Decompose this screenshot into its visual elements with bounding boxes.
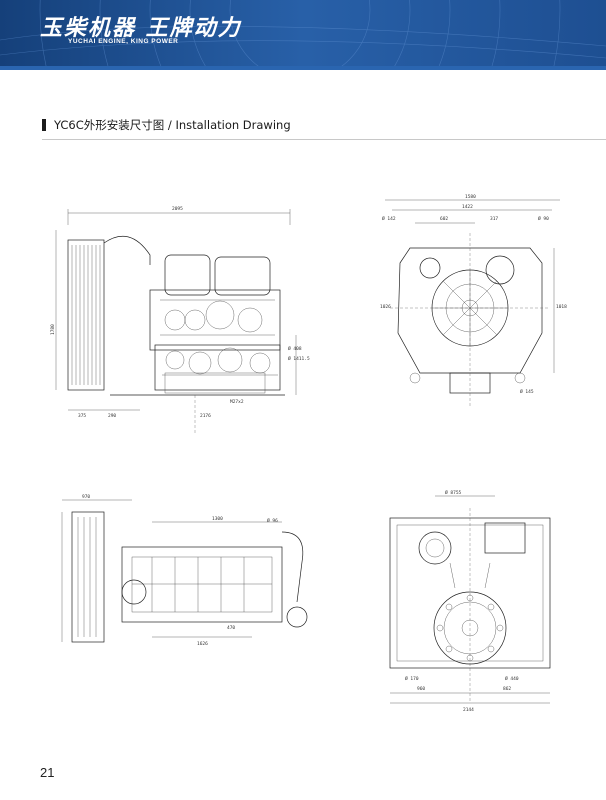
drawing-front-view: 1580 1422 602 317 Ø 142 Ø 90 1018 1026 Ø…: [370, 188, 570, 423]
dim-rear-right: 862: [503, 686, 511, 692]
logo-chinese-text: 玉柴机器 王牌动力: [40, 15, 242, 41]
dim-front-c: Ø 142: [382, 215, 396, 222]
dim-front-d: Ø 90: [538, 215, 549, 222]
drawing-rear-view: Ø 8755 960 862 2144 Ø 170 Ø 440: [375, 488, 575, 718]
dim-rear-left: 960: [417, 686, 425, 692]
dim-side-height: 1780: [50, 324, 56, 335]
header-banner: 玉柴机器 王牌动力 YUCHAI ENGINE, KING POWER: [0, 0, 606, 66]
drawing-side-view: 2095 1780 Ø 1411.5 Ø 408: [50, 195, 310, 435]
page-number: 21: [40, 765, 55, 780]
banner-background-graphic: [0, 0, 606, 66]
dim-front-a: 602: [440, 216, 448, 222]
dim-side-flange: Ø 1411.5: [288, 355, 310, 362]
dim-side-base-b: 290: [108, 413, 116, 419]
dim-top-width: 1300: [212, 516, 223, 522]
dim-rear-width: 2144: [463, 707, 474, 713]
section-heading: YC6C外形安装尺寸图 / Installation Drawing: [42, 118, 291, 132]
dim-front-height-b: 1026: [380, 304, 391, 310]
dim-top-d: Ø 96: [267, 517, 278, 524]
dim-top-c: 470: [227, 625, 235, 631]
drawing-top-view: 970 1300 1626 470 Ø 96: [52, 492, 312, 652]
dim-front-e: Ø 145: [520, 388, 534, 395]
heading-marker: [42, 119, 46, 131]
dim-side-base-a: 375: [78, 413, 86, 419]
logo-english-text: YUCHAI ENGINE, KING POWER: [68, 38, 179, 45]
dim-side-thread: M27x2: [230, 399, 244, 405]
dim-top-a: 970: [82, 494, 90, 500]
dim-rear-top: Ø 8755: [445, 489, 462, 496]
banner-stripe: [0, 66, 606, 70]
section-title: YC6C外形安装尺寸图 / Installation Drawing: [54, 118, 291, 132]
dim-front-inner-width: 1422: [462, 204, 473, 210]
dim-front-b: 317: [490, 216, 498, 222]
dim-side-length: 2095: [172, 206, 183, 212]
dim-front-width: 1580: [465, 194, 476, 200]
dim-rear-a: Ø 170: [405, 675, 419, 682]
dim-front-height-a: 1018: [556, 304, 567, 310]
section-divider: [42, 139, 606, 140]
dim-rear-b: Ø 440: [505, 675, 519, 682]
dim-side-bottom: 2176: [200, 413, 211, 419]
dim-side-bore: Ø 408: [288, 345, 302, 352]
dim-top-b: 1626: [197, 641, 208, 647]
